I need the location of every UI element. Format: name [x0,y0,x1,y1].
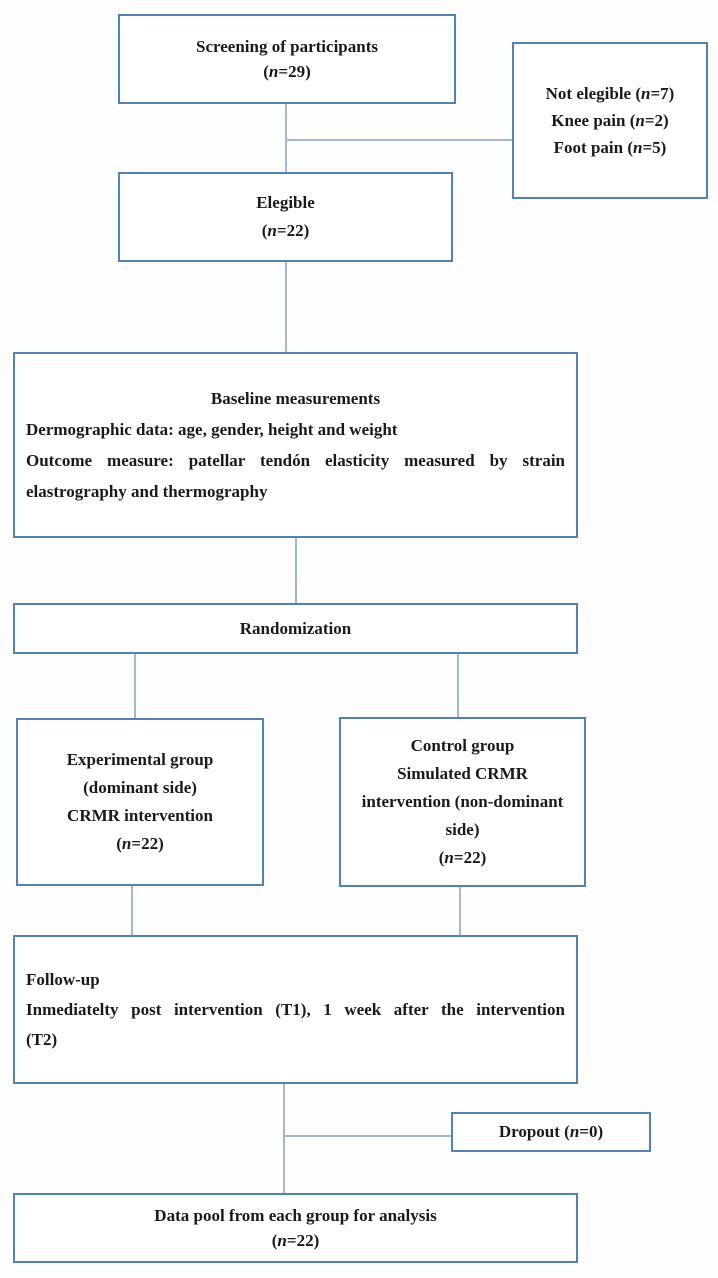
text-line: Knee pain (n=2) [551,111,669,130]
connector-experimental-followup [131,885,133,935]
control-group-box: Control group Simulated CRMR interventio… [339,717,586,887]
not-eligible-box: Not elegible (n=7) Knee pain (n=2) Foot … [512,42,708,199]
text-line: Elegible [256,193,315,212]
connector-baseline-randomization [295,538,297,603]
text-line: (n=22) [271,1231,320,1250]
text-line: Data pool from each group for analysis [154,1206,437,1225]
text-line: Simulated CRMR [397,764,528,783]
text-line: Inmediatelty post intervention (T1), 1 w… [26,999,565,1019]
text-line: (T2) [26,1029,58,1049]
connector-randomization-control [457,653,459,717]
text-line: Control group [410,736,515,755]
text-line: intervention (non-dominant [361,792,564,811]
text-line: (dominant side) [83,778,197,797]
text-line: (n=29) [263,62,311,81]
connector-dropout-branch [283,1135,451,1137]
experimental-group-box: Experimental group (dominant side) CRMR … [16,718,264,886]
connector-eligible-baseline [285,262,287,352]
text-line: elastrography and thermography [26,482,268,501]
data-pool-box: Data pool from each group for analysis (… [13,1193,578,1263]
text-line: Baseline measurements [210,389,381,408]
follow-up-box: Follow-up Inmediatelty post intervention… [13,935,578,1084]
connector-randomization-experimental [134,653,136,718]
connector-followup-datapool [283,1084,285,1193]
text-line: Randomization [239,618,352,638]
text-line: CRMR intervention [67,806,213,825]
text-line: Foot pain (n=5) [553,138,667,157]
screening-box: Screening of participants (n=29) [118,14,456,104]
connector-not-eligible-branch [285,139,512,141]
randomization-box: Randomization [13,603,578,654]
baseline-measurements-box: Baseline measurements Dermographic data:… [13,352,578,538]
text-line: side) [445,820,480,839]
dropout-box: Dropout (n=0) [451,1112,651,1152]
text-line: (n=22) [116,834,164,853]
connector-screening-eligible [285,104,287,172]
text-line: Not elegible (n=7) [545,84,675,103]
connector-control-followup [459,886,461,935]
text-line: Dermographic data: age, gender, height a… [26,420,398,439]
text-line: Outcome measure: patellar tendón elastic… [26,451,565,470]
text-line: Dropout (n=0) [498,1122,604,1141]
eligible-box: Elegible (n=22) [118,172,453,262]
text-line: Follow-up [26,969,100,989]
text-line: (n=22) [261,221,310,240]
text-line: (n=22) [438,848,487,867]
text-line: Screening of participants [196,37,378,56]
text-line: Experimental group [66,750,214,769]
